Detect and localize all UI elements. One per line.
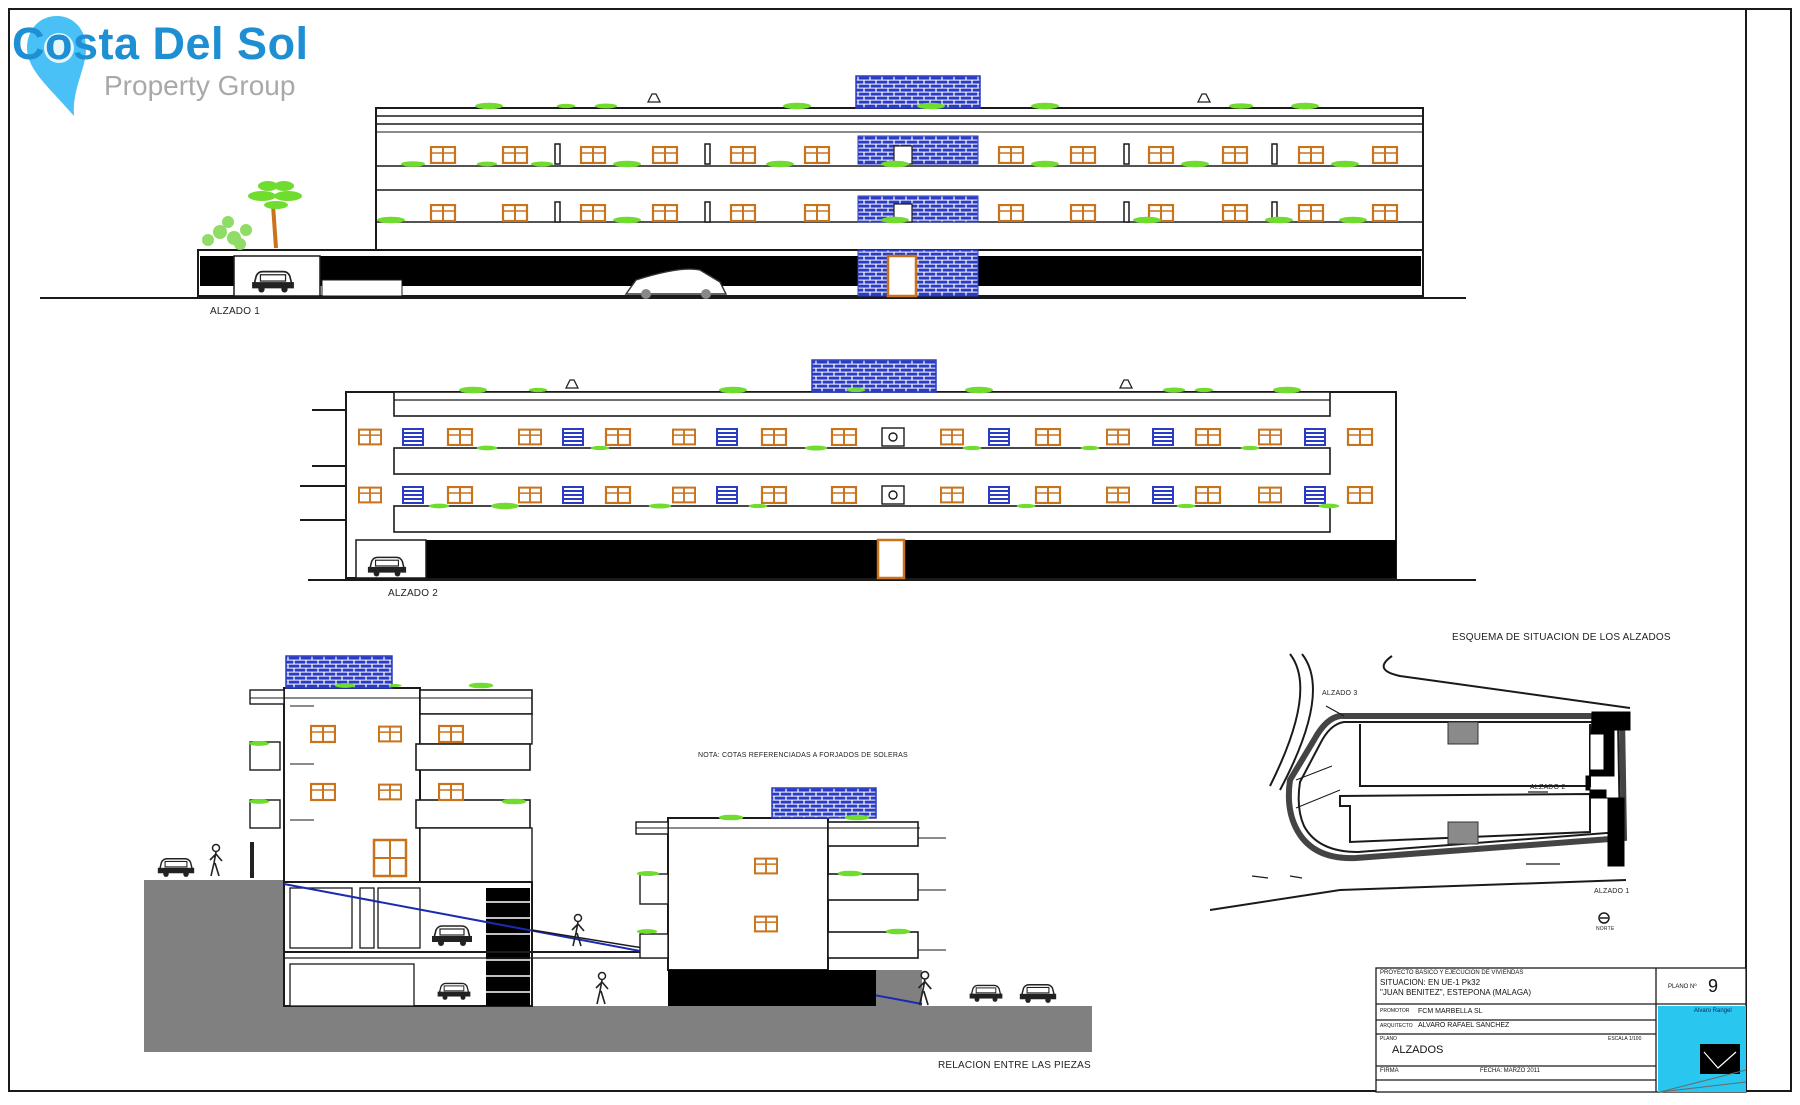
- site-plan-title: ESQUEMA DE SITUACION DE LOS ALZADOS: [1452, 632, 1671, 643]
- section-note: NOTA: COTAS REFERENCIADAS A FORJADOS DE …: [698, 752, 908, 759]
- alzado-1-label: ALZADO 1: [210, 306, 260, 317]
- tb-project-line2: SITUACION: EN UE-1 Pk32: [1380, 978, 1481, 987]
- tb-project-line3: "JUAN BENITEZ", ESTEPONA (MALAGA): [1380, 988, 1532, 997]
- section-caption: RELACION ENTRE LAS PIEZAS: [938, 1060, 1091, 1071]
- site-plan: [1209, 653, 1631, 924]
- tb-studio: Alvaro Rangel: [1694, 1008, 1732, 1014]
- elevation-2: [300, 359, 1476, 581]
- tb-promotor-label: PROMOTOR: [1380, 1008, 1410, 1014]
- site-alzado-3: ALZADO 3: [1322, 690, 1358, 697]
- title-block: [1375, 967, 1747, 1093]
- tb-arquitecto: ALVARO RAFAEL SANCHEZ: [1418, 1022, 1510, 1029]
- tb-plano-title: ALZADOS: [1392, 1044, 1444, 1056]
- elevation-1: [40, 75, 1466, 299]
- tb-arquitecto-label: ARQUITECTO: [1380, 1023, 1413, 1029]
- tb-firma-label: FIRMA: [1380, 1068, 1399, 1074]
- brand-logo: Costa Del Sol Property Group: [8, 10, 338, 120]
- site-alzado-1: ALZADO 1: [1594, 888, 1630, 895]
- tb-promotor: FCM MARBELLA SL: [1418, 1008, 1483, 1015]
- tb-plan-label: PLANO Nº: [1668, 984, 1697, 990]
- site-alzado-2: ALZADO 2: [1530, 784, 1566, 791]
- tb-plan-number: 9: [1708, 976, 1719, 996]
- tb-fecha: FECHA: MARZO 2011: [1480, 1068, 1540, 1074]
- brand-subtitle: Property Group: [104, 70, 296, 101]
- brand-title: Costa Del Sol: [12, 18, 309, 69]
- tb-escala: ESCALA 1/100: [1608, 1036, 1642, 1042]
- alzado-2-label: ALZADO 2: [388, 588, 438, 599]
- tb-project-line1: PROYECTO BASICO Y EJECUCION DE VIVIENDAS: [1380, 970, 1524, 976]
- north-label: NORTE: [1596, 926, 1615, 932]
- tb-plano-label: PLANO: [1380, 1036, 1397, 1042]
- section-drawing: [144, 655, 1092, 1052]
- map-pin-icon: [27, 16, 86, 116]
